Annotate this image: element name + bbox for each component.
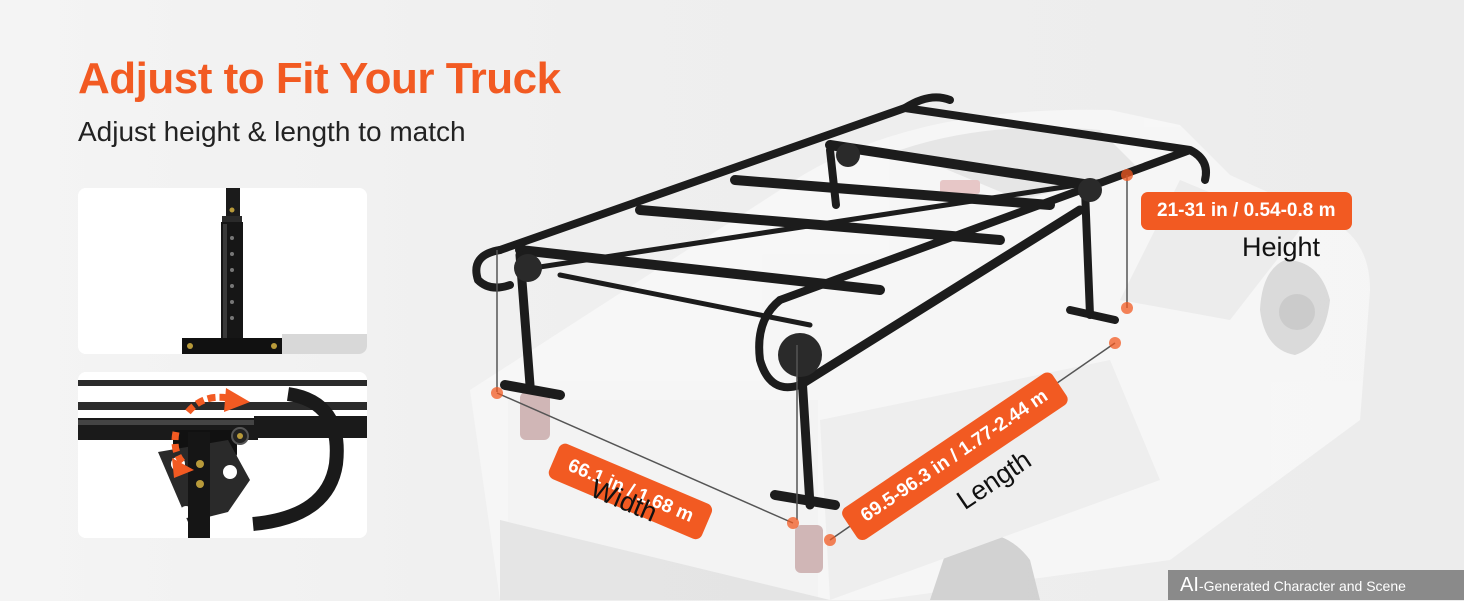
height-label: Height xyxy=(1242,232,1321,262)
height-post-illustration xyxy=(78,188,367,354)
height-value-tag: 21-31 in / 0.54-0.8 m xyxy=(1141,192,1352,230)
truck-body xyxy=(470,109,1370,600)
swivel-joint-illustration xyxy=(78,372,367,538)
rotate-arrow-icon xyxy=(171,388,250,478)
ai-generated-badge: AI-Generated Character and Scene xyxy=(1168,570,1464,600)
detail-card-swivel-joint xyxy=(78,372,367,538)
rack-plates xyxy=(514,143,1102,377)
ai-badge-text: -Generated Character and Scene xyxy=(1198,578,1406,594)
ai-badge-prefix: AI xyxy=(1180,574,1199,596)
detail-card-height-post xyxy=(78,188,367,354)
page-title: Adjust to Fit Your Truck xyxy=(78,54,561,103)
marker-dot-icon xyxy=(491,169,1133,546)
ladder-rack xyxy=(472,93,1210,510)
page-subtitle: Adjust height & length to match xyxy=(78,116,466,147)
